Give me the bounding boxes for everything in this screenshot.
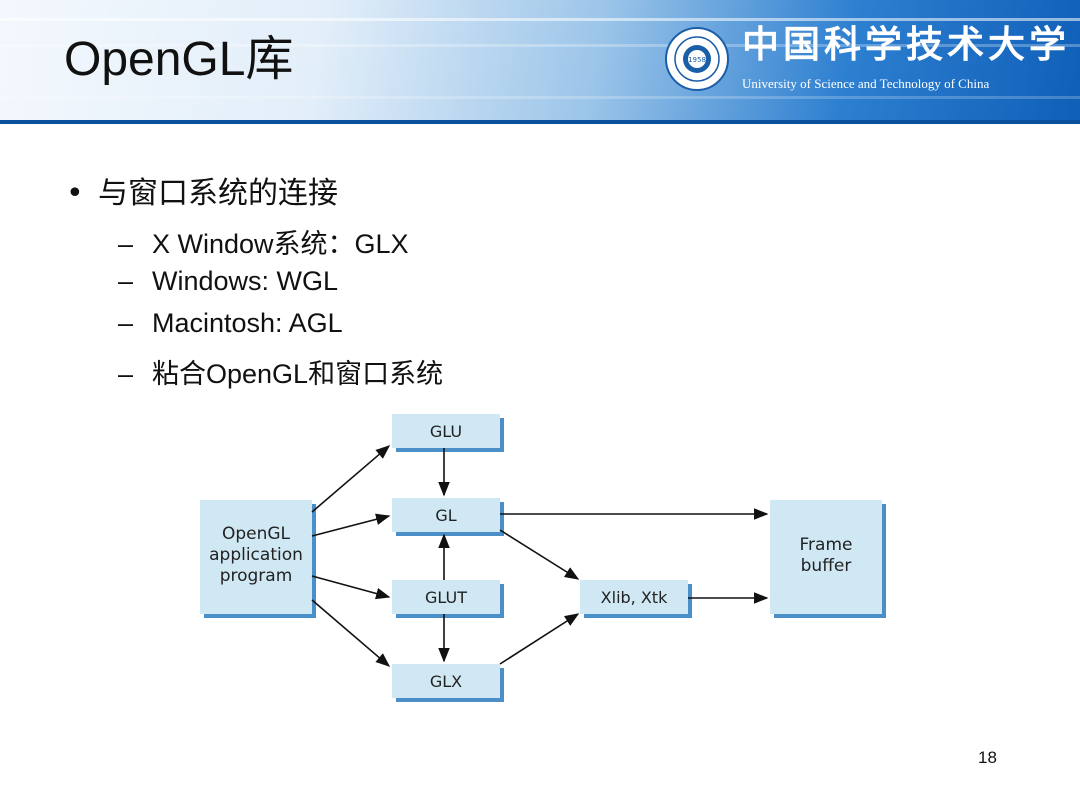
bullet-sub-text: Windows: WGL bbox=[152, 266, 339, 296]
node-app-line2: application bbox=[209, 545, 303, 565]
node-app: OpenGL application program bbox=[200, 500, 316, 618]
seal-year: 1958 bbox=[688, 56, 706, 64]
node-gl: GL bbox=[392, 498, 504, 536]
slide-title: OpenGL库 bbox=[64, 33, 294, 86]
bullet-dash: – bbox=[118, 308, 134, 338]
page-number: 18 bbox=[978, 748, 997, 767]
node-fb-line2: buffer bbox=[801, 556, 852, 576]
opengl-library-diagram: OpenGL application program GLU GL GLUT G… bbox=[200, 414, 886, 702]
node-glx: GLX bbox=[392, 664, 504, 702]
bullet-sub: –X Window系统：GLX bbox=[118, 222, 409, 261]
bullet-sub: –粘合OpenGL和窗口系统 bbox=[118, 352, 443, 391]
node-fb-line1: Frame bbox=[800, 535, 853, 555]
node-glx-label: GLX bbox=[430, 672, 462, 691]
bullet-sub: –Windows: WGL bbox=[118, 266, 338, 297]
bullet-dash: – bbox=[118, 266, 134, 296]
node-glut-label: GLUT bbox=[425, 588, 467, 607]
arrow-app-glut bbox=[311, 575, 391, 600]
banner-stripe bbox=[0, 18, 1080, 21]
node-gl-label: GL bbox=[435, 506, 456, 525]
node-framebuffer: Frame buffer bbox=[770, 500, 886, 618]
header-divider bbox=[0, 120, 1080, 124]
university-name-cn: 中国科学技术大学 bbox=[742, 22, 1070, 66]
node-glu-label: GLU bbox=[430, 422, 462, 441]
arrow-glx-xlib bbox=[499, 613, 580, 665]
node-glut: GLUT bbox=[392, 580, 504, 618]
bullet-dot: • bbox=[66, 176, 84, 211]
bullet-main-text: 与窗口系统的连接 bbox=[98, 176, 338, 211]
bullet-main: • 与窗口系统的连接 bbox=[66, 168, 338, 212]
node-xlib-label: Xlib, Xtk bbox=[601, 588, 668, 607]
bullet-sub-text: Macintosh: AGL bbox=[152, 308, 343, 338]
node-xlib: Xlib, Xtk bbox=[580, 580, 692, 618]
bullet-sub: –Macintosh: AGL bbox=[118, 308, 343, 339]
university-seal-icon: 1958 bbox=[665, 27, 729, 91]
node-glu: GLU bbox=[392, 414, 504, 452]
node-app-line1: OpenGL bbox=[222, 524, 291, 544]
bullet-dash: – bbox=[118, 359, 134, 389]
university-name-en: University of Science and Technology of … bbox=[742, 76, 990, 91]
bullet-dash: – bbox=[118, 229, 134, 259]
arrow-app-glu bbox=[311, 445, 391, 513]
bullet-sub-text: 粘合OpenGL和窗口系统 bbox=[152, 359, 444, 389]
header-banner: OpenGL库 1958 中国科学技术大学 University of Scie… bbox=[0, 0, 1080, 122]
diagram-arrows bbox=[311, 445, 769, 667]
node-app-line3: program bbox=[220, 566, 293, 586]
arrow-app-gl bbox=[311, 513, 391, 537]
bullet-sub-text: X Window系统：GLX bbox=[152, 229, 409, 259]
banner-stripe bbox=[0, 96, 1080, 99]
arrow-app-glx bbox=[311, 599, 391, 667]
banner-stripe bbox=[0, 44, 1080, 47]
arrow-gl-xlib bbox=[499, 529, 580, 580]
